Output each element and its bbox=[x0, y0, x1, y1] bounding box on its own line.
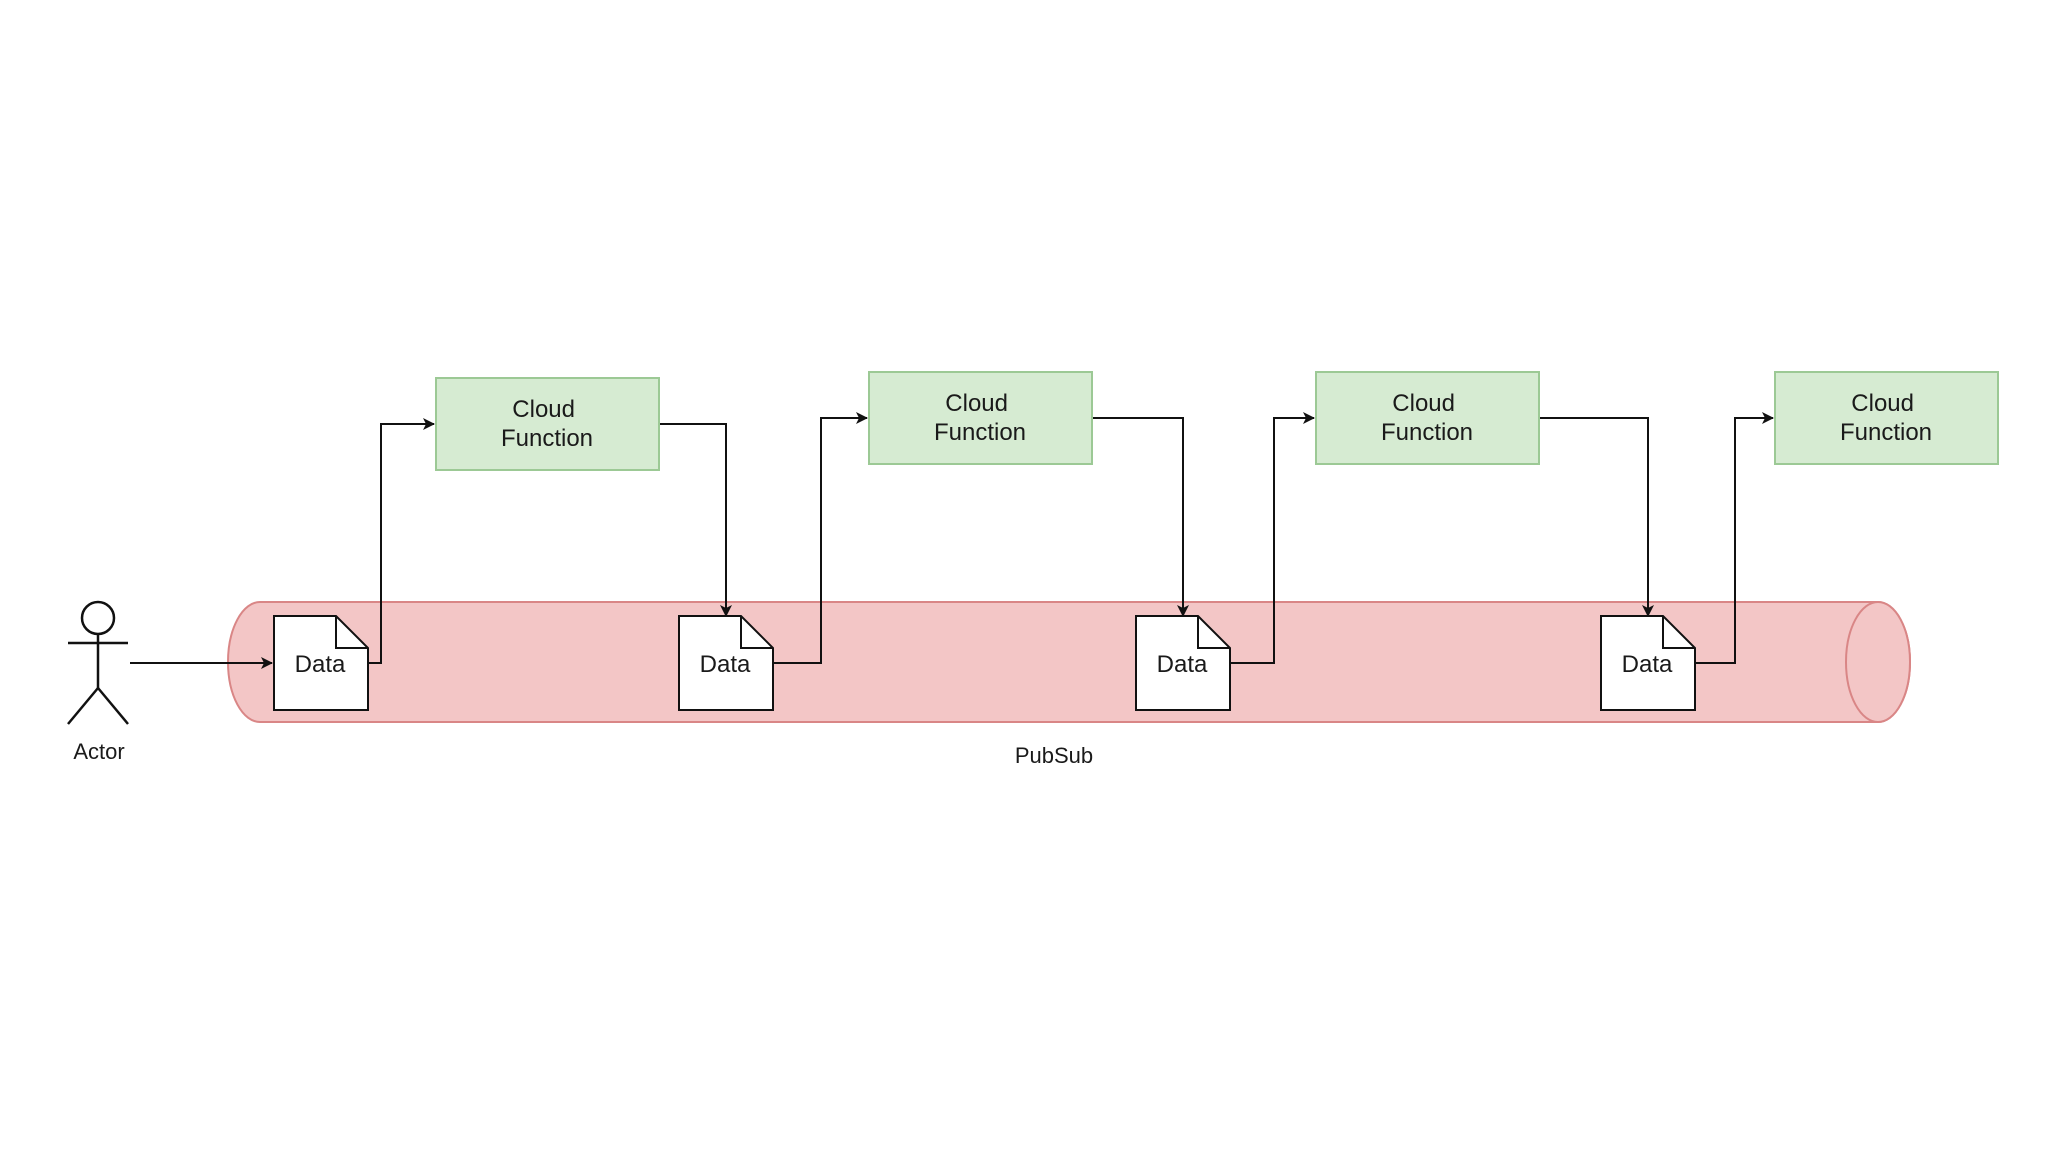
pipe-end-cap bbox=[1845, 601, 1911, 723]
function3-to-data4-arrow bbox=[1539, 417, 1654, 617]
data-message-label: Data bbox=[700, 651, 751, 678]
cloud-function-label-line2: Function bbox=[934, 419, 1026, 446]
data-message-2: Data bbox=[678, 615, 774, 711]
cloud-function-label: Cloud Function bbox=[1381, 390, 1473, 446]
cloud-function-box bbox=[435, 377, 660, 471]
cloud-function-label-line2: Function bbox=[501, 425, 593, 452]
data-message-label: Data bbox=[295, 651, 346, 678]
flow-connectors bbox=[368, 412, 1774, 664]
document-icon bbox=[678, 615, 774, 711]
data1-to-function1-arrow bbox=[368, 418, 435, 664]
document-icon bbox=[1135, 615, 1231, 711]
data2-to-function2-arrow bbox=[773, 412, 868, 664]
cloud-function-label-line1: Cloud bbox=[1851, 390, 1914, 417]
cloud-function-3: Cloud Function bbox=[1315, 371, 1540, 465]
cloud-function-box bbox=[1774, 371, 1999, 465]
actor: Actor bbox=[67, 600, 129, 764]
cloud-function-label-line2: Function bbox=[1381, 419, 1473, 446]
actor-label: Actor bbox=[73, 739, 124, 764]
cloud-function-label-line1: Cloud bbox=[945, 390, 1008, 417]
data4-to-function4-arrow bbox=[1695, 412, 1774, 664]
data-message-1: Data bbox=[273, 615, 369, 711]
cloud-function-label-line1: Cloud bbox=[1392, 390, 1455, 417]
data-message-4: Data bbox=[1600, 615, 1696, 711]
data-message-3: Data bbox=[1135, 615, 1231, 711]
pubsub-pipe: PubSub bbox=[227, 601, 1911, 768]
cloud-function-label-line2: Function bbox=[1840, 419, 1932, 446]
cloud-function-label: Cloud Function bbox=[1840, 390, 1932, 446]
cloud-function-2: Cloud Function bbox=[868, 371, 1093, 465]
document-icon bbox=[273, 615, 369, 711]
cloud-function-box bbox=[868, 371, 1093, 465]
cloud-function-label-line1: Cloud bbox=[512, 396, 575, 423]
actor-figure-icon bbox=[67, 600, 129, 725]
cloud-function-1: Cloud Function bbox=[435, 377, 660, 471]
data-message-label: Data bbox=[1622, 651, 1673, 678]
cloud-function-label: Cloud Function bbox=[501, 396, 593, 452]
function2-to-data3-arrow bbox=[1092, 417, 1189, 617]
cloud-function-4: Cloud Function bbox=[1774, 371, 1999, 465]
document-icon bbox=[1600, 615, 1696, 711]
pipe-label: PubSub bbox=[1015, 743, 1093, 768]
cloud-function-label: Cloud Function bbox=[934, 390, 1026, 446]
data-message-label: Data bbox=[1157, 651, 1208, 678]
cloud-function-box bbox=[1315, 371, 1540, 465]
function1-to-data2-arrow bbox=[659, 423, 732, 617]
data3-to-function3-arrow bbox=[1230, 412, 1315, 664]
